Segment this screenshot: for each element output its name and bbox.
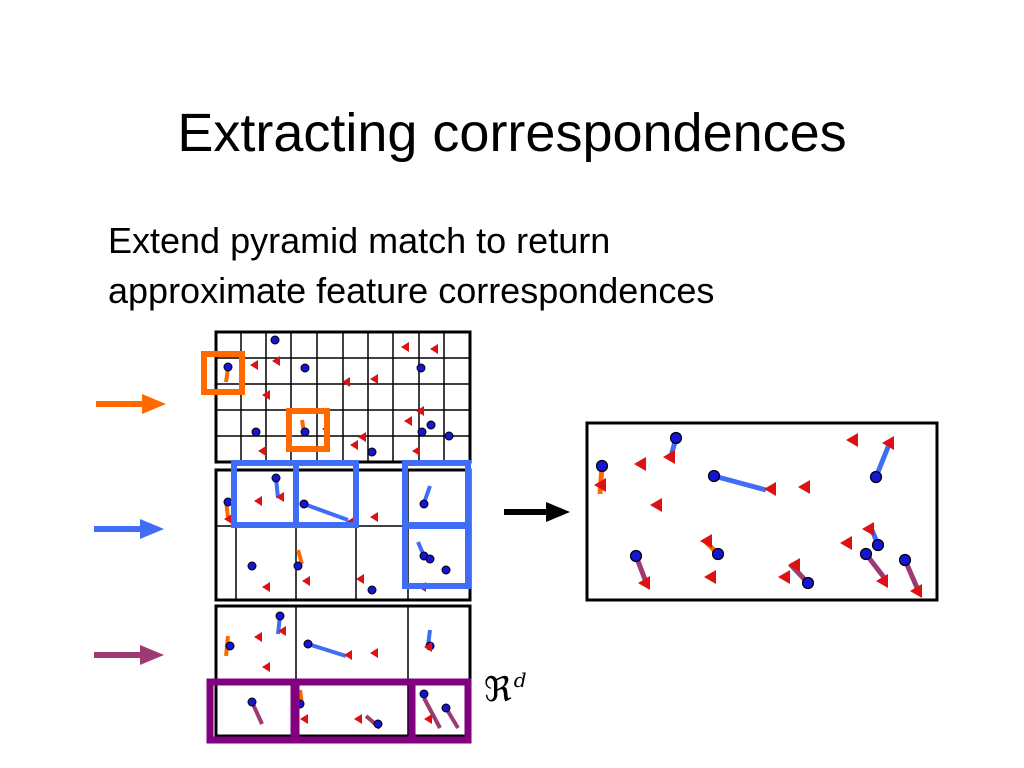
level-1-matches <box>224 477 432 565</box>
result-triangles <box>594 433 922 598</box>
level-2-points <box>225 611 451 729</box>
level-0-points <box>223 335 454 457</box>
level-0-matches <box>224 367 306 433</box>
arrow-right-icon <box>96 394 166 414</box>
level-1-frame <box>214 468 472 602</box>
level-0-gridlines <box>216 332 470 462</box>
pyramid-level-2 <box>206 604 472 744</box>
arrow-right-icon <box>94 645 164 665</box>
bullet-line-2: approximate feature correspondences <box>108 270 715 311</box>
level-1-bins <box>231 460 471 589</box>
pyramid-level-1 <box>214 460 472 602</box>
correspondence-result <box>585 421 939 602</box>
level-1-points <box>223 473 451 595</box>
arrow-right-icon <box>504 502 570 522</box>
bullet-line-1: Extend pyramid match to return <box>108 220 611 261</box>
space-symbol: ℜ <box>484 670 512 710</box>
level-0-triangles <box>250 342 438 456</box>
space-superscript: d <box>513 668 527 692</box>
level-1-gridlines <box>216 470 470 600</box>
level-2-gridlines <box>295 606 409 736</box>
level-2-frame <box>214 604 472 738</box>
level-1-triangles <box>224 492 426 592</box>
arrow-right-icon <box>94 519 164 539</box>
level-2-bins <box>206 678 472 744</box>
result-points <box>595 431 912 590</box>
slide-title: Extracting correspondences <box>177 103 847 163</box>
result-frame <box>585 421 939 602</box>
pyramid-level-0 <box>201 330 472 464</box>
bullet-text: Extend pyramid match to return approxima… <box>108 216 968 316</box>
level-0-bins <box>201 351 330 452</box>
result-matches <box>597 437 921 591</box>
level-2-triangles <box>254 626 432 724</box>
